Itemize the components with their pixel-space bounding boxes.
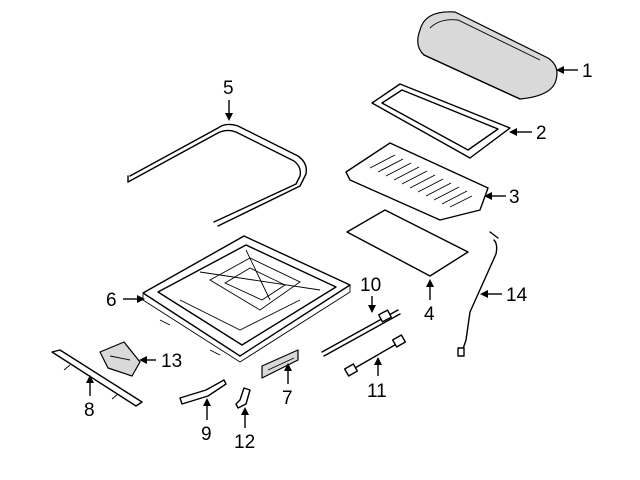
callout-8: 8	[84, 400, 95, 421]
callout-1: 1	[582, 61, 593, 82]
callout-4: 4	[424, 304, 435, 325]
callout-10: 10	[360, 275, 381, 296]
glass-panel[interactable]	[417, 11, 558, 100]
callout-13: 13	[161, 351, 182, 372]
callout-2: 2	[536, 123, 547, 144]
callout-11: 11	[367, 381, 387, 402]
rail-8[interactable]	[51, 349, 143, 407]
bracket-9[interactable]	[179, 379, 227, 405]
callout-3: 3	[509, 187, 520, 208]
cable-11[interactable]	[343, 334, 407, 377]
callout-12: 12	[234, 432, 255, 453]
cable-10[interactable]	[321, 309, 401, 357]
callout-arrows	[86, 66, 578, 428]
bracket-7[interactable]	[261, 349, 299, 379]
clip-12[interactable]	[235, 387, 251, 409]
callout-7: 7	[282, 388, 293, 409]
drain-hose-14[interactable]	[457, 231, 499, 357]
weatherstrip[interactable]	[127, 123, 308, 227]
callout-9: 9	[201, 424, 212, 445]
callout-6: 6	[106, 290, 117, 311]
sunshade-frame[interactable]	[345, 142, 489, 221]
callout-5: 5	[223, 78, 234, 99]
motor-13[interactable]	[99, 341, 141, 377]
callout-14: 14	[506, 285, 528, 306]
glass-seal[interactable]	[371, 83, 511, 159]
sunshade[interactable]	[346, 209, 469, 277]
sunroof-housing[interactable]	[142, 235, 351, 363]
